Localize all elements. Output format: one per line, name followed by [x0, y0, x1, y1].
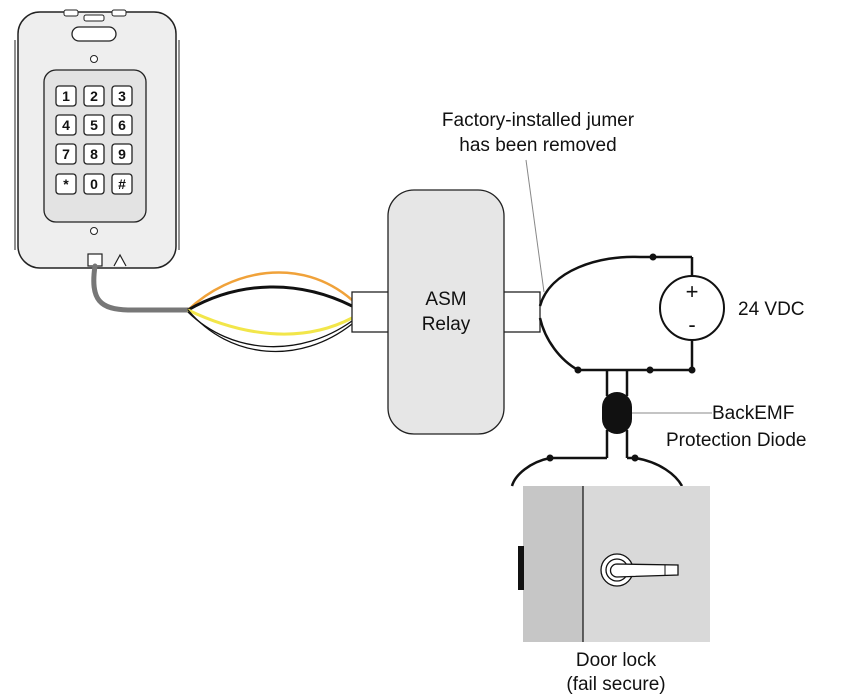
keypad-screw-bottom	[90, 227, 98, 235]
supply-wire-bottom	[538, 317, 579, 372]
key-button: 8	[83, 143, 105, 165]
key-button: 4	[55, 114, 77, 136]
jumper-label-line1: Factory-installed jumer	[442, 110, 635, 131]
key-button: 6	[111, 114, 133, 136]
key-label: 2	[90, 88, 98, 104]
key-label: 1	[62, 88, 70, 104]
key-button: *	[55, 173, 77, 195]
lock-wire-right	[634, 456, 684, 487]
door-lock: Door lock (fail secure)	[518, 486, 710, 695]
keypad-screw-top	[90, 55, 98, 63]
power-minus: -	[688, 312, 695, 337]
lock-label-line1: Door lock	[576, 650, 657, 671]
jumper-label-line2: has been removed	[459, 135, 616, 156]
diode-assembly: BackEMF Protection Diode	[602, 370, 806, 458]
junction-dot	[688, 366, 696, 374]
junction-dot	[546, 454, 554, 462]
relay-body	[387, 189, 505, 435]
door-frame	[523, 486, 583, 642]
key-label: 7	[62, 146, 70, 162]
asm-relay: ASM Relay	[351, 189, 541, 435]
yellow-wire	[187, 308, 353, 336]
power-supply-icon	[659, 275, 725, 341]
orange-wire	[187, 271, 353, 311]
relay-label-line1: ASM	[425, 289, 466, 310]
power-plus: +	[686, 279, 699, 304]
key-button: 1	[55, 85, 77, 107]
key-label: 6	[118, 117, 126, 133]
diode-label-line2: Protection Diode	[666, 430, 806, 451]
key-label: *	[63, 176, 69, 192]
key-button: 0	[83, 173, 105, 195]
relay-left-connector	[351, 291, 393, 333]
junction-dot	[631, 454, 639, 462]
key-label: 0	[90, 176, 98, 192]
key-label: 8	[90, 146, 98, 162]
power-circuit: + - 24 VDC	[538, 253, 805, 374]
door-strike	[518, 546, 524, 590]
jumper-callout-line	[525, 159, 545, 293]
key-button: 7	[55, 143, 77, 165]
key-label: 5	[90, 117, 98, 133]
key-label: 4	[62, 117, 70, 133]
key-button: 3	[111, 85, 133, 107]
lock-label-line2: (fail secure)	[566, 674, 665, 695]
junction-dot	[646, 366, 654, 374]
wire-bundle	[187, 271, 353, 353]
keypad-top-tab	[111, 9, 127, 17]
junction-dot	[574, 366, 582, 374]
keypad-top-tab	[63, 9, 79, 17]
relay-right-connector	[499, 291, 541, 333]
keypad-led	[83, 14, 105, 22]
relay-label-line2: Relay	[422, 314, 471, 335]
power-label: 24 VDC	[738, 299, 805, 320]
keypad-slot	[71, 26, 117, 42]
door-handle-icon	[600, 553, 679, 587]
key-button: 5	[83, 114, 105, 136]
supply-wire-top	[538, 255, 692, 307]
diode-label-line1: BackEMF	[712, 403, 794, 424]
key-button: 2	[83, 85, 105, 107]
white-wire-outline	[187, 311, 353, 348]
key-label: 3	[118, 88, 126, 104]
junction-dot	[649, 253, 657, 261]
key-button: #	[111, 173, 133, 195]
keypad-notch	[113, 253, 127, 267]
lock-wire-left	[510, 456, 551, 487]
key-label: 9	[118, 146, 126, 162]
keypad-device: 1 2 3 4 5 6 7 8 9 * 0 #	[14, 9, 180, 269]
keypad-cable	[91, 263, 191, 313]
diode-icon	[602, 392, 632, 434]
black-wire	[187, 285, 353, 312]
lock-wires	[510, 454, 684, 487]
key-button: 9	[111, 143, 133, 165]
key-label: #	[118, 176, 126, 192]
